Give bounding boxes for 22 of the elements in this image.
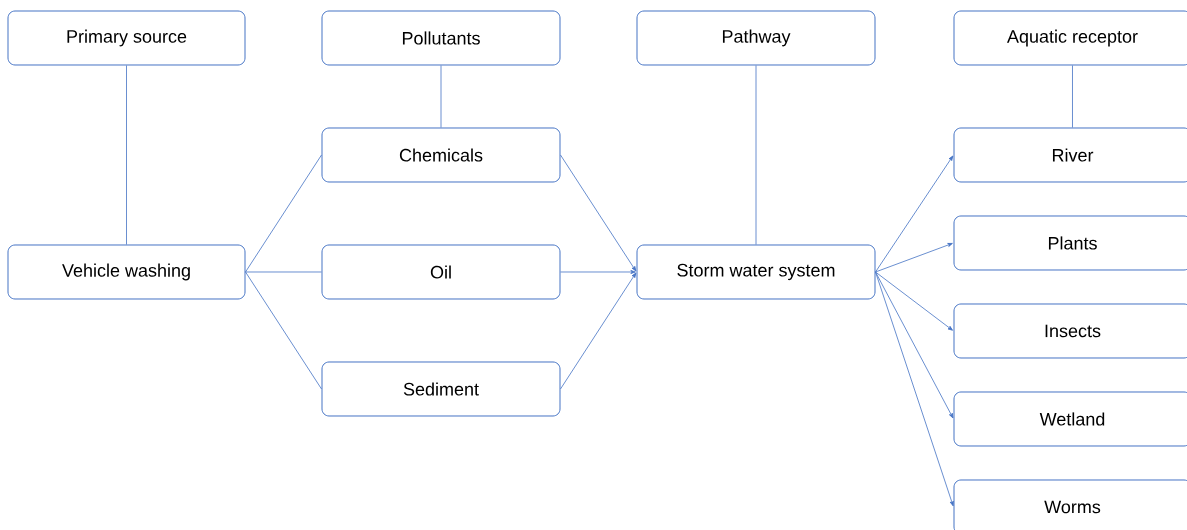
process-box: Vehicle washing [7, 244, 246, 300]
arrow [875, 155, 954, 273]
process-box: Sediment [321, 361, 561, 417]
process-box: Plants [953, 215, 1187, 271]
process-box: Pollutants [321, 10, 561, 66]
arrow [560, 270, 636, 274]
process-box: River [953, 127, 1187, 183]
process-box: Insects [953, 303, 1187, 359]
arrow [875, 271, 953, 331]
process-box: Aquatic receptor [953, 10, 1187, 66]
process-box: Wetland [953, 391, 1187, 447]
arrow [875, 243, 953, 273]
process-box: Storm water system [636, 244, 876, 300]
process-box: Worms [953, 479, 1187, 530]
process-box: Pathway [636, 10, 876, 66]
arrow [560, 154, 637, 272]
process-box: Primary source [7, 10, 246, 66]
arrow [875, 271, 954, 419]
arrow [560, 272, 637, 390]
process-box: Chemicals [321, 127, 561, 183]
arrow [875, 271, 954, 507]
process-box: Oil [321, 244, 561, 300]
